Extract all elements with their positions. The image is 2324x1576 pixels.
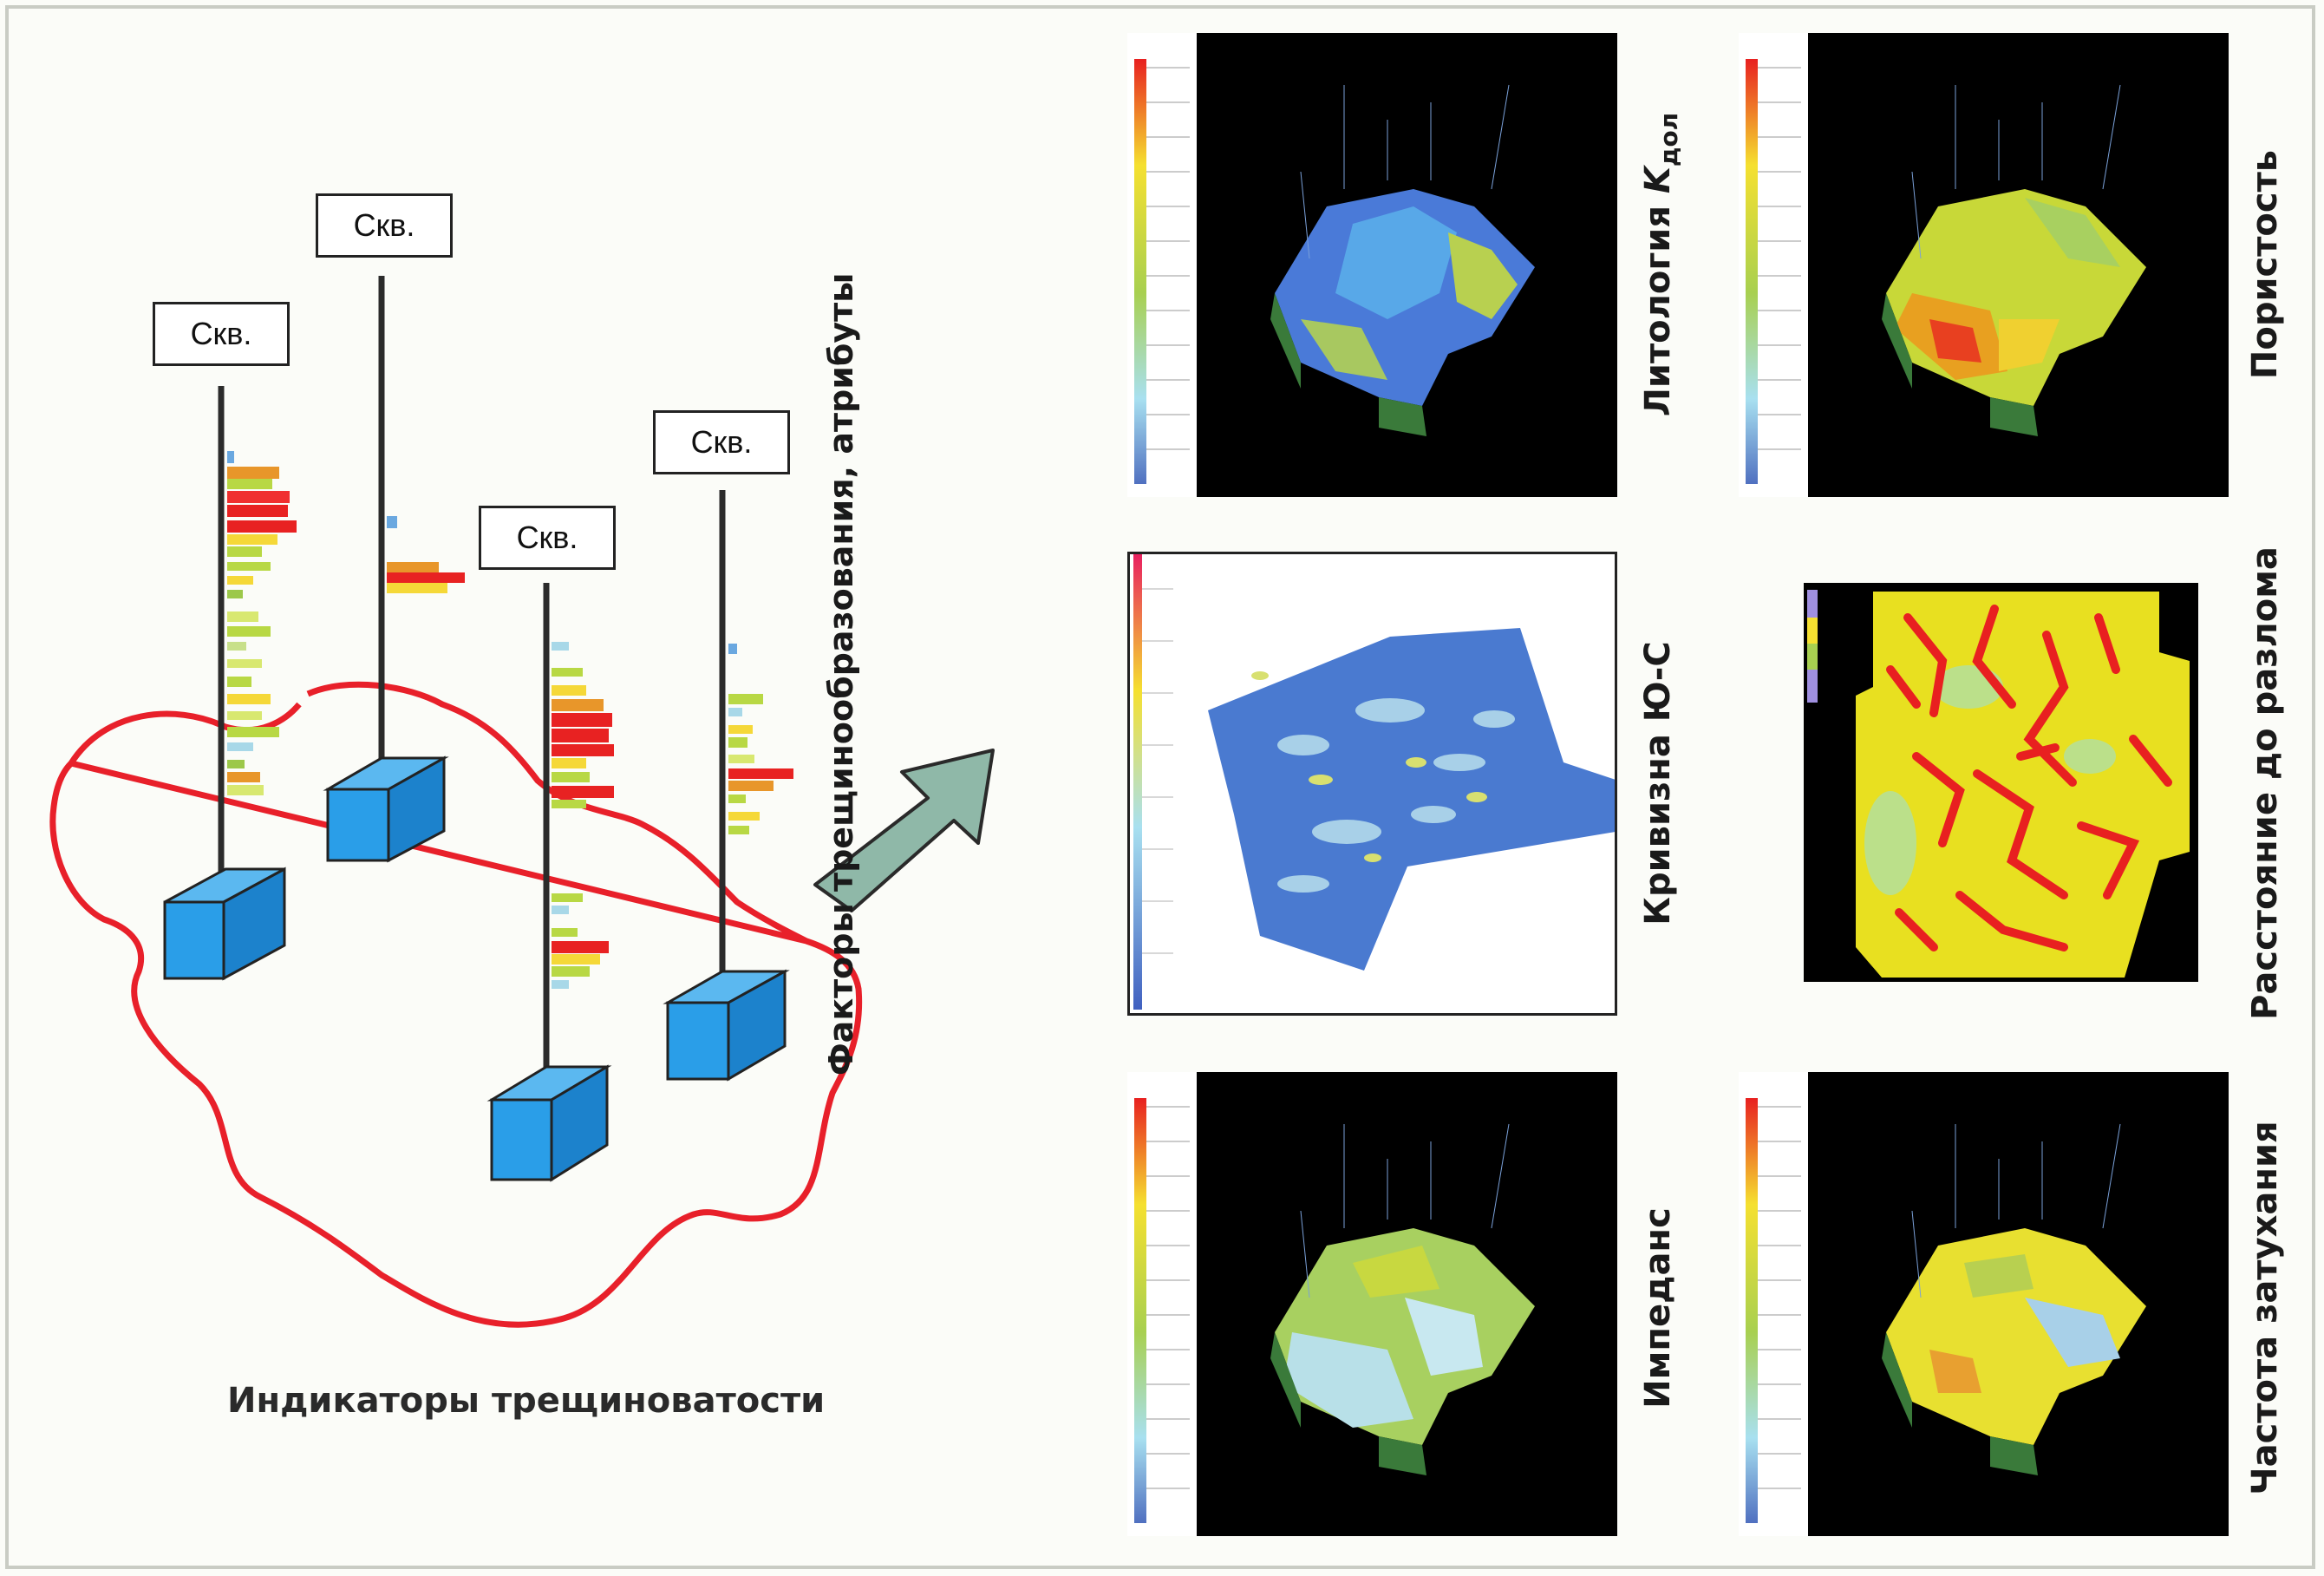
curvature-label: Кривизна Ю-С — [1638, 641, 1678, 925]
well-label: Скв. — [316, 193, 453, 258]
well-label: Скв. — [153, 302, 290, 366]
log-bars-1 — [227, 451, 297, 795]
lithology-label-sub: дол — [1655, 112, 1683, 167]
indicators-caption: Индикаторы трещиноватости — [227, 1381, 826, 1421]
cube-1 — [163, 866, 286, 981]
attenuation-label: Частота затухания — [2245, 1121, 2285, 1495]
lithology-label-text: Литология — [1638, 193, 1678, 417]
cube-3 — [486, 1064, 612, 1182]
lithology-panel — [1127, 33, 1617, 497]
cube-2 — [323, 755, 449, 863]
porosity-label: Пористость — [2245, 149, 2285, 380]
arrow-icon — [813, 749, 995, 912]
fault-distance-panel — [1804, 583, 2198, 982]
cube-4 — [663, 969, 790, 1082]
impedance-panel — [1127, 1072, 1617, 1536]
figure-border — [5, 5, 2315, 1569]
lithology-label: Литология Kдол — [1632, 39, 1684, 490]
porosity-panel — [1739, 33, 2229, 497]
factors-caption: Факторы трещинообразования, атрибуты — [822, 272, 860, 1076]
log-bars-4 — [728, 644, 793, 834]
lithology-label-k: K — [1638, 167, 1678, 194]
well-label: Скв. — [479, 506, 616, 570]
curvature-panel — [1127, 552, 1617, 1016]
attenuation-panel — [1739, 1072, 2229, 1536]
well-label: Скв. — [653, 410, 790, 474]
impedance-label: Импеданс — [1638, 1207, 1678, 1409]
fault-distance-label: Расстояние до разлома — [2245, 546, 2285, 1020]
wells-diagram — [49, 276, 863, 1328]
log-bars-3 — [552, 642, 614, 989]
log-bars-2 — [387, 516, 465, 593]
